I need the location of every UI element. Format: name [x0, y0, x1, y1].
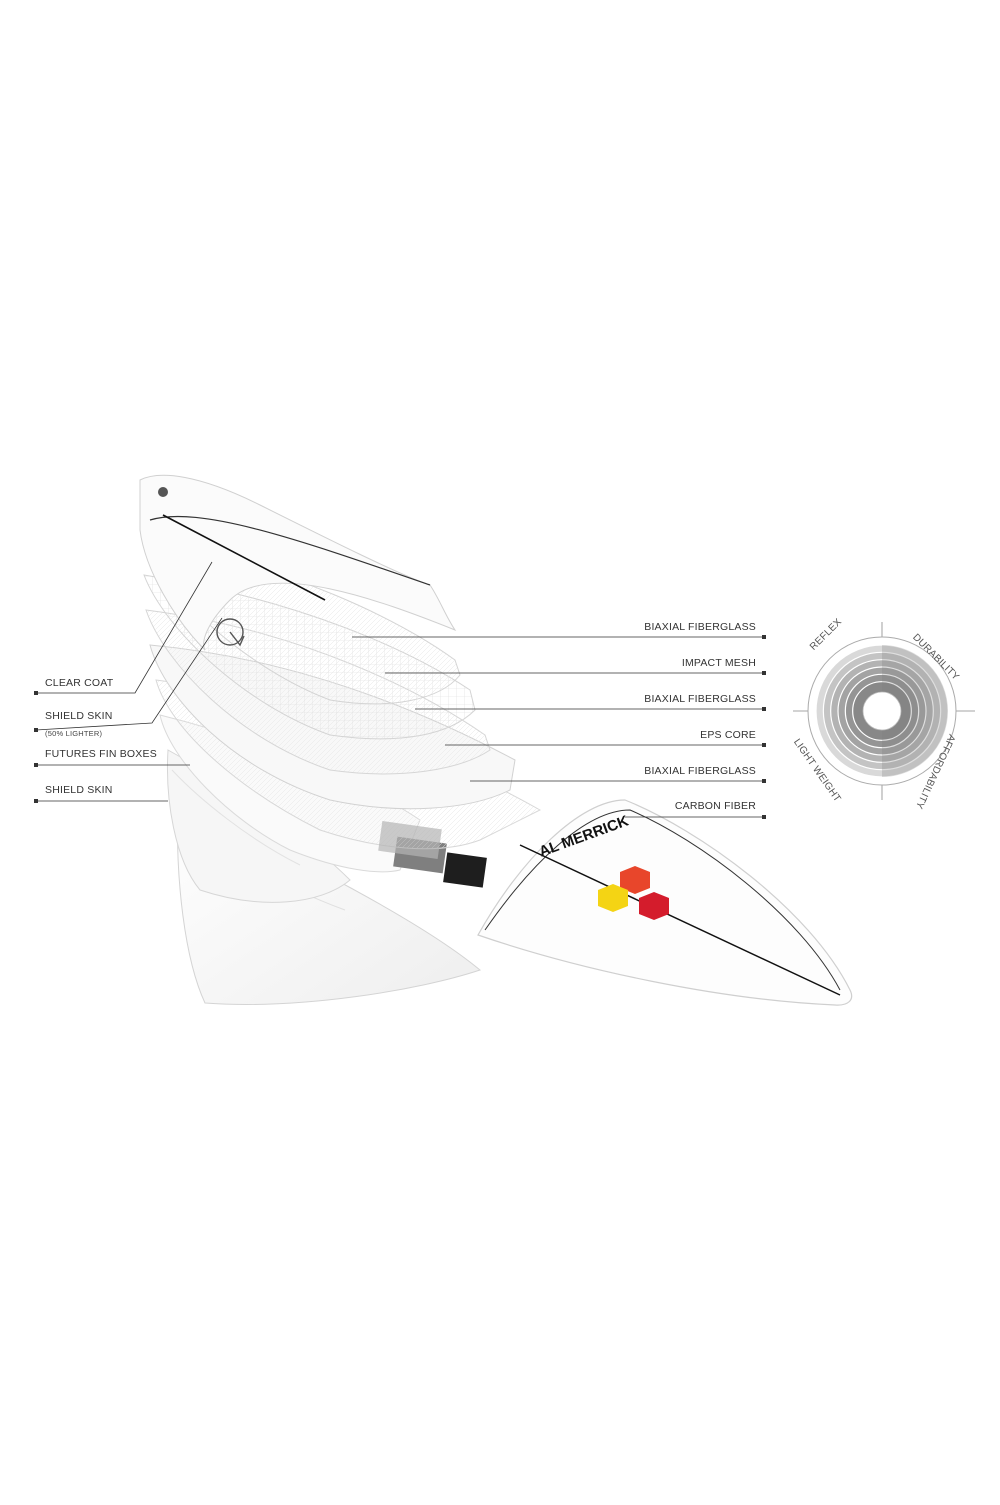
label-biaxial-fiberglass-3: BIAXIAL FIBERGLASS: [644, 765, 756, 777]
label-eps-core: EPS CORE: [700, 729, 756, 741]
brand-swirl-icon: [216, 618, 245, 647]
label-futures-fin-boxes: FUTURES FIN BOXES: [45, 748, 157, 760]
hexagon-yellow-icon: [598, 884, 628, 912]
hexagon-red-icon: [639, 892, 669, 920]
rating-right-half-shade: [882, 645, 948, 777]
board-bottom-deck: AL MERRICK: [477, 799, 853, 1006]
label-carbon-fiber: CARBON FIBER: [674, 800, 756, 812]
left-leader-dots: [34, 691, 38, 803]
label-biaxial-fiberglass-2: BIAXIAL FIBERGLASS: [644, 693, 756, 705]
hexagon-red-orange-icon: [620, 866, 650, 894]
rating-chart: [793, 622, 975, 800]
left-leader-lines: [35, 561, 223, 802]
label-shield-skin-bottom: SHIELD SKIN: [45, 784, 113, 796]
layer-clear-coat: [139, 474, 457, 651]
rating-center: [862, 691, 902, 731]
right-leader-lines: [352, 636, 764, 818]
label-clear-coat: CLEAR COAT: [45, 677, 114, 689]
label-shield-skin-note: (50% LIGHTER): [45, 729, 103, 738]
label-shield-skin-top: SHIELD SKIN: [45, 710, 113, 722]
right-leader-dots: [762, 635, 766, 819]
label-impact-mesh: IMPACT MESH: [681, 657, 756, 669]
leash-plug-icon: [158, 487, 168, 497]
label-biaxial-fiberglass-1: BIAXIAL FIBERGLASS: [644, 621, 756, 633]
